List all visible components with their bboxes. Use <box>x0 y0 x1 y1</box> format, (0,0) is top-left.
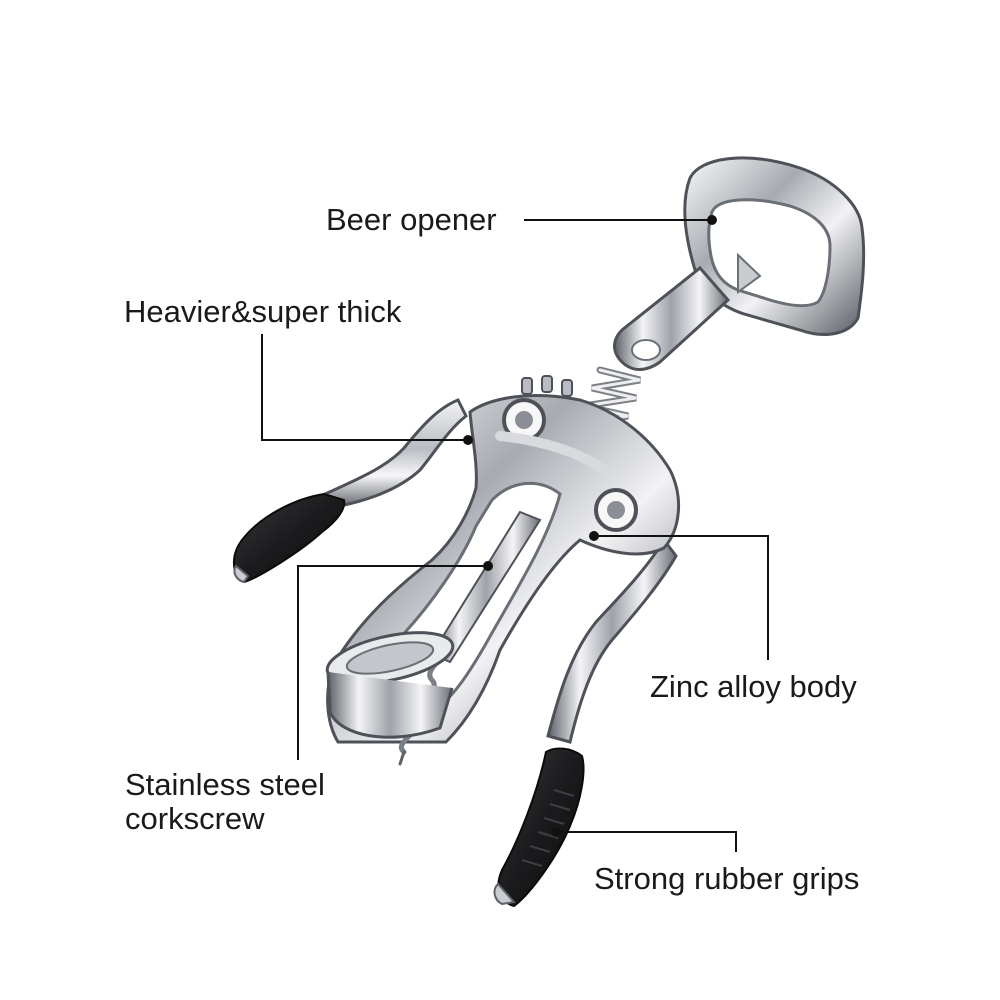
callout-zinc-alloy-body: Zinc alloy body <box>650 669 857 704</box>
beer-opener-head <box>683 156 866 336</box>
right-lever-arm <box>493 537 678 908</box>
leader-line-heavier <box>261 334 468 441</box>
bottom-collar <box>325 631 455 739</box>
leader-line-zinc <box>594 535 769 660</box>
leader-dot-beer-opener <box>707 215 717 225</box>
leader-dot-heavier <box>463 435 473 445</box>
neck-shaft <box>613 265 731 371</box>
leader-line-grips <box>556 831 737 852</box>
callout-heavier-super-thick: Heavier&super thick <box>124 294 402 329</box>
callout-stainless-line-2: corkscrew <box>125 801 265 836</box>
leader-dot-grips <box>551 827 561 837</box>
left-lever-arm <box>233 398 468 584</box>
callout-strong-rubber-grips: Strong rubber grips <box>594 861 860 896</box>
leader-line-stainless <box>297 565 488 760</box>
callout-stainless-steel-corkscrew: Stainless steel corkscrew <box>125 768 325 836</box>
callout-stainless-line-1: Stainless steel <box>125 767 325 802</box>
leader-lines <box>261 215 769 852</box>
callout-beer-opener: Beer opener <box>326 202 497 237</box>
leader-dot-stainless <box>483 561 493 571</box>
leader-dot-zinc <box>589 531 599 541</box>
